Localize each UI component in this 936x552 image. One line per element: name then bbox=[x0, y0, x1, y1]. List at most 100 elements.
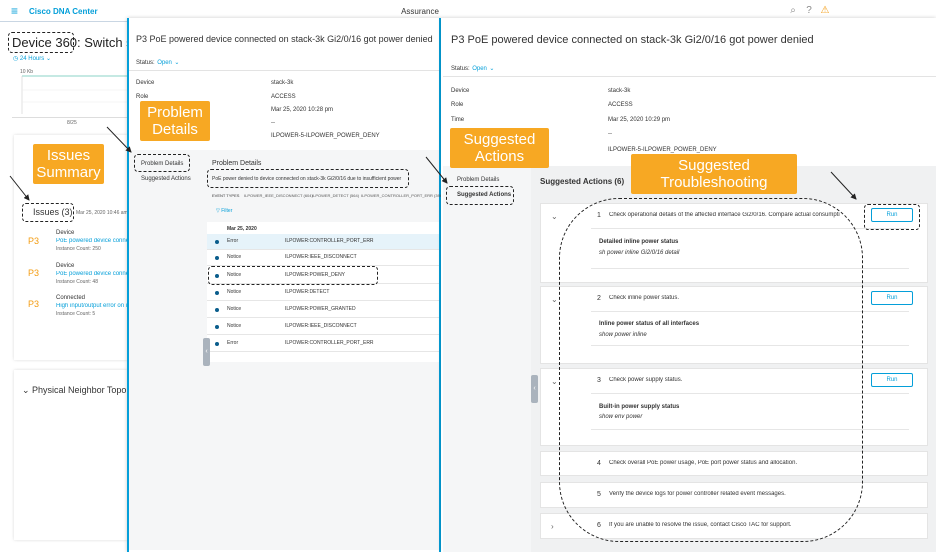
nav-problem-details[interactable]: Problem Details bbox=[141, 161, 184, 167]
issue-title: P3 PoE powered device connected on stack… bbox=[136, 34, 433, 44]
event-severity: Error bbox=[227, 238, 239, 244]
detail-label: Device bbox=[136, 80, 155, 86]
callout-line: Suggested bbox=[463, 131, 536, 148]
callout-line: Suggested bbox=[678, 157, 750, 174]
clock-icon: ◷ bbox=[13, 56, 19, 62]
highlight-box bbox=[446, 186, 514, 205]
chart-label: 10 Kb bbox=[20, 69, 34, 75]
callout-line: Details bbox=[152, 121, 198, 138]
event-row[interactable]: Error ILPOWER:CONTROLLER_PORT_ERR bbox=[207, 234, 439, 250]
problem-nav bbox=[129, 150, 203, 550]
divider bbox=[129, 70, 439, 71]
severity-dot bbox=[215, 325, 219, 329]
event-name: ILPOWER:CONTROLLER_PORT_ERR bbox=[285, 340, 374, 346]
issue-count: Instance Count: 48 bbox=[56, 279, 98, 285]
issue-description[interactable]: PoE powered device connected o bbox=[56, 271, 128, 277]
chevron-down-icon: ⌄ bbox=[489, 66, 495, 72]
event-name: ILPOWER:IEEE_DISCONNECT bbox=[285, 323, 357, 329]
highlight-box bbox=[134, 154, 190, 172]
event-name: ILPOWER:POWER_GRANTED bbox=[285, 306, 356, 312]
status-dropdown[interactable]: Status: Open ⌄ bbox=[451, 62, 494, 72]
issue-item[interactable]: P3 Connected High input/output error on … bbox=[22, 294, 128, 322]
chart-x-label: 8/25 bbox=[67, 120, 77, 126]
action-text: Verify the device logs for power control… bbox=[609, 491, 786, 497]
run-button[interactable]: Run bbox=[871, 208, 913, 222]
brand-name[interactable]: Cisco DNA Center bbox=[29, 7, 98, 16]
callout-issues-summary: Issues Summary bbox=[33, 144, 104, 184]
event-type-chip[interactable]: ILPOWER_DETECT (564) bbox=[312, 193, 360, 198]
detail-label: Role bbox=[136, 94, 149, 100]
alert-icon[interactable]: ⚠ bbox=[820, 5, 830, 16]
action-text: Check power supply status. bbox=[609, 377, 683, 383]
highlight-box bbox=[207, 169, 409, 188]
menu-icon[interactable]: ≡ bbox=[11, 4, 19, 18]
collapse-handle[interactable]: ‹ bbox=[203, 338, 210, 366]
action-text: If you are unable to resolve the issue, … bbox=[609, 522, 792, 528]
action-card[interactable]: 4 Check overall PoE power usage, PoE por… bbox=[540, 451, 928, 476]
filter-button[interactable]: ▽ Filter bbox=[216, 208, 232, 214]
event-types-label: EVENT TYPES bbox=[212, 193, 240, 198]
divider bbox=[591, 393, 909, 394]
issue-description[interactable]: High input/output error on interfac bbox=[56, 303, 128, 309]
detail-value: Mar 25, 2020 10:29 pm bbox=[608, 117, 671, 123]
filter-icon: ▽ bbox=[216, 208, 220, 214]
detail-value: ILPOWER-5-ILPOWER_POWER_DENY bbox=[608, 147, 717, 153]
chevron-down-icon[interactable]: ⌄ bbox=[551, 377, 558, 386]
device-title: Device 360: Switch stac bbox=[12, 35, 151, 50]
problem-description: PoE power denied to device connected on … bbox=[212, 176, 402, 182]
nav-suggested-actions[interactable]: Suggested Actions bbox=[141, 176, 191, 182]
collapse-handle[interactable]: ‹ bbox=[531, 375, 538, 403]
issue-type: Connected bbox=[56, 295, 86, 301]
action-card: ⌄ 3 Check power supply status. Run Built… bbox=[540, 368, 928, 446]
search-icon[interactable]: ⌕ bbox=[790, 5, 796, 16]
event-type-chip[interactable]: ILPOWER_CONTROLLER_PORT_ERR (396) bbox=[361, 193, 444, 198]
status-label: Status: bbox=[136, 60, 155, 66]
time-range-selector[interactable]: ◷ 24 Hours ⌄ bbox=[13, 55, 51, 62]
detail-value: stack-3k bbox=[271, 80, 294, 86]
event-row[interactable]: Notice ILPOWER:DETECT bbox=[207, 285, 439, 301]
chevron-right-icon[interactable]: › bbox=[551, 522, 554, 531]
severity-dot bbox=[215, 274, 219, 278]
detail-value: ACCESS bbox=[271, 94, 296, 100]
issue-item[interactable]: P3 Device PoE powered device connected o… bbox=[22, 262, 128, 290]
issue-description[interactable]: PoE powered device connected o bbox=[56, 238, 128, 244]
run-button[interactable]: Run bbox=[871, 291, 913, 305]
event-list: Mar 25, 2020 Error ILPOWER:CONTROLLER_PO… bbox=[207, 222, 439, 362]
nav-problem-details[interactable]: Problem Details bbox=[457, 177, 500, 183]
detail-label: Time bbox=[451, 117, 465, 123]
detail-value: -- bbox=[608, 131, 612, 137]
highlight-box bbox=[559, 198, 863, 542]
event-row[interactable]: Error ILPOWER:CONTROLLER_PORT_ERR bbox=[207, 336, 439, 352]
event-type-chip[interactable]: ILPOWER_IEEE_DISCONNECT (604) bbox=[244, 193, 313, 198]
nav-suggested-actions[interactable]: Suggested Actions bbox=[457, 192, 512, 198]
chevron-left-icon: ‹ bbox=[205, 348, 208, 355]
neighbor-topology-header[interactable]: ⌄ Physical Neighbor Topo bbox=[22, 385, 126, 396]
callout-line: Summary bbox=[36, 164, 101, 181]
event-row[interactable]: Notice ILPOWER:IEEE_DISCONNECT bbox=[207, 250, 439, 266]
severity-dot bbox=[215, 240, 219, 244]
divider bbox=[591, 429, 909, 430]
divider bbox=[591, 228, 909, 229]
time-range-label: 24 Hours bbox=[19, 56, 45, 62]
issue-item[interactable]: P3 Device PoE powered device connected o… bbox=[22, 228, 128, 256]
section-title: Suggested Actions (6) bbox=[540, 177, 625, 186]
issue-title: P3 PoE powered device connected on stack… bbox=[451, 34, 814, 46]
detail-value: ACCESS bbox=[608, 102, 633, 108]
detail-value: stack-3k bbox=[608, 88, 631, 94]
event-name: ILPOWER:DETECT bbox=[285, 289, 330, 295]
run-button[interactable]: Run bbox=[871, 373, 913, 387]
event-severity: Notice bbox=[227, 289, 242, 295]
detail-label: Device bbox=[451, 88, 470, 94]
event-row[interactable]: Notice ILPOWER:IEEE_DISCONNECT bbox=[207, 319, 439, 335]
event-row[interactable]: Notice ILPOWER:POWER_DENY bbox=[207, 268, 439, 284]
highlight-box bbox=[864, 204, 920, 230]
chevron-down-icon[interactable]: ⌄ bbox=[551, 295, 558, 304]
event-row[interactable]: Notice ILPOWER:POWER_GRANTED bbox=[207, 302, 439, 318]
action-number: 4 bbox=[597, 460, 601, 467]
chevron-down-icon[interactable]: ⌄ bbox=[551, 212, 558, 221]
detail-label: Role bbox=[451, 102, 464, 108]
callout-line: Issues bbox=[46, 147, 91, 164]
event-name: ILPOWER:POWER_DENY bbox=[285, 272, 346, 278]
help-icon[interactable]: ? bbox=[806, 5, 812, 16]
status-dropdown[interactable]: Status: Open ⌄ bbox=[136, 56, 179, 66]
